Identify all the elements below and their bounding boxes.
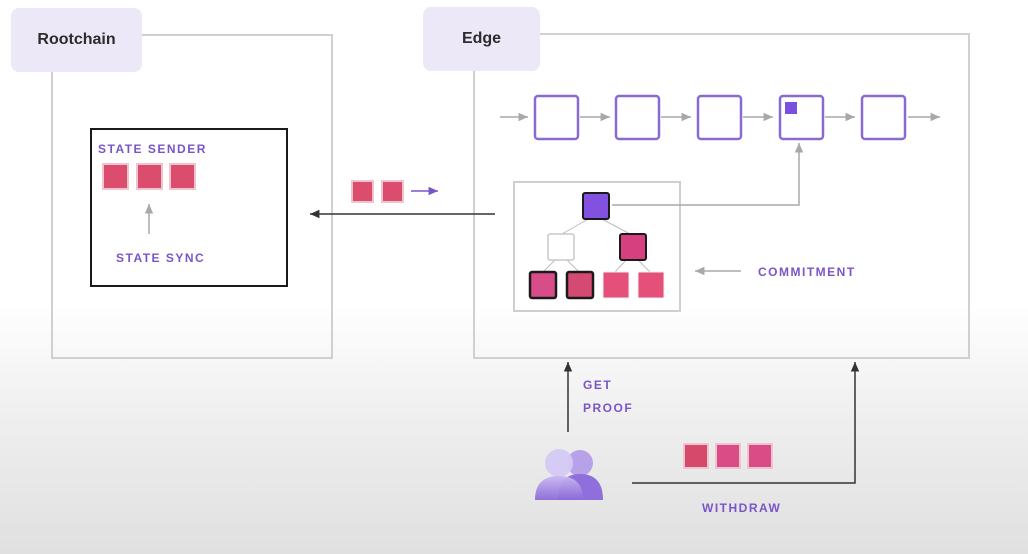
- edge-title: Edge: [423, 7, 540, 71]
- root-to-block-connector: [612, 143, 804, 206]
- commitment-marker: [785, 102, 797, 114]
- block-2: [614, 94, 661, 141]
- block-1: [533, 94, 580, 141]
- merkle-tree: [528, 192, 665, 300]
- tree-root-node: [582, 192, 610, 220]
- tree-leaf-1: [528, 270, 558, 300]
- block-3: [696, 94, 743, 141]
- withdraw-label: WITHDRAW: [702, 501, 782, 515]
- commitment-label: COMMITMENT: [758, 265, 856, 279]
- users-icon: [535, 449, 603, 500]
- get-proof-label-line2: PROOF: [583, 401, 634, 415]
- bridge-message-squares: [351, 180, 404, 203]
- tree-leaf-3: [602, 271, 630, 299]
- withdraw-arrow: [632, 362, 860, 484]
- tree-leaf-2: [565, 270, 595, 300]
- get-proof-label-line1: GET: [583, 378, 613, 392]
- block-5: [860, 94, 907, 141]
- state-sender-squares: [102, 163, 196, 190]
- block-chain: [500, 94, 940, 141]
- tree-right-node: [619, 233, 647, 261]
- withdraw-squares: [683, 443, 773, 469]
- rootchain-title: Rootchain: [11, 8, 142, 72]
- rootchain-panel: [51, 34, 333, 359]
- state-sender-label: STATE SENDER: [98, 142, 207, 156]
- state-sender-box: [90, 128, 288, 287]
- state-sync-label: STATE SYNC: [116, 251, 206, 265]
- tree-left-node: [547, 233, 575, 261]
- edge-panel: [473, 33, 970, 359]
- tree-leaf-4: [637, 271, 665, 299]
